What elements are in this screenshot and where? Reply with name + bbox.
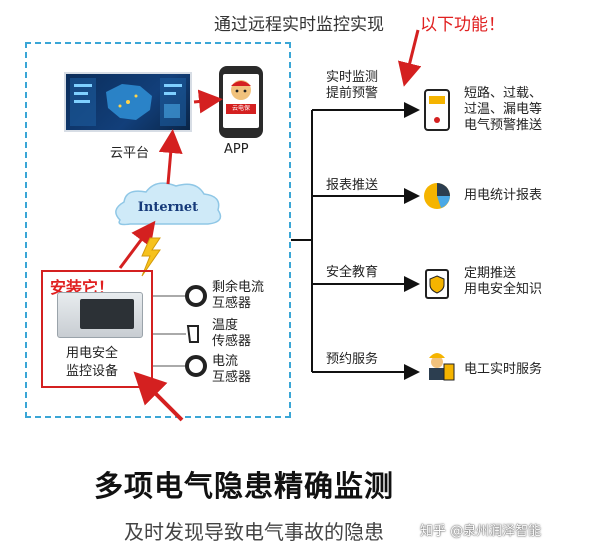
app-label: APP [224, 142, 249, 157]
lightning-icon [141, 237, 161, 277]
pie-chart-icon [424, 183, 450, 209]
arrow-internet-to-cloud [158, 129, 183, 185]
shield-book-icon [425, 269, 449, 299]
electrician-icon [429, 353, 455, 381]
alarm-device-icon [424, 89, 450, 131]
branch-label-1: 报表推送 [326, 178, 379, 193]
sensor-label-1: 剩余电流 互感器 [212, 280, 265, 311]
ring-sensor-icon [185, 285, 207, 307]
device-label-line1: 用电安全 [66, 346, 119, 361]
system-boundary [25, 42, 291, 418]
map-dashboard-icon [70, 78, 186, 126]
arrow-cloud-to-app [193, 89, 223, 114]
footer-title: 多项电气隐患精确监测 [94, 469, 395, 503]
branch-label-0: 实时监测 提前预警 [326, 70, 379, 101]
header-highlight: 以下功能！ [420, 15, 505, 35]
monitoring-device [57, 292, 143, 338]
arrow-device-to-internet [118, 220, 156, 269]
branch-desc-3: 电工实时服务 [464, 362, 543, 377]
internet-cloud-icon [115, 182, 222, 226]
current-sensor-icon [185, 355, 207, 377]
cloud-platform-label: 云平台 [110, 146, 150, 161]
temp-sensor-icon [186, 325, 199, 343]
branch-label-2: 安全教育 [326, 265, 379, 280]
internet-label: Internet [137, 200, 199, 215]
watermark: 知乎 @泉州润泽智能 [420, 524, 542, 539]
header-lead: 通过远程实时监控实现 [214, 15, 384, 35]
device-label-line2: 监控设备 [66, 364, 119, 379]
sensor-label-2: 温度 传感器 [212, 318, 252, 349]
arrow-header-pointer [397, 29, 422, 87]
cloud-platform-screen [64, 72, 192, 132]
branch-desc-1: 用电统计报表 [464, 188, 543, 203]
mascot-icon [231, 80, 251, 100]
phone-badge: 云电保 [226, 104, 256, 114]
sensor-label-3: 电流 互感器 [212, 354, 252, 385]
branch-label-3: 预约服务 [326, 352, 379, 367]
footer-subtitle: 及时发现导致电气事故的隐患 [124, 520, 384, 544]
device-highlight-box [41, 270, 153, 388]
phone-app: 云电保 [219, 66, 263, 138]
branch-desc-0: 短路、过载、 过温、漏电等 电气预警推送 [464, 86, 543, 133]
branch-desc-2: 定期推送 用电安全知识 [464, 266, 543, 297]
